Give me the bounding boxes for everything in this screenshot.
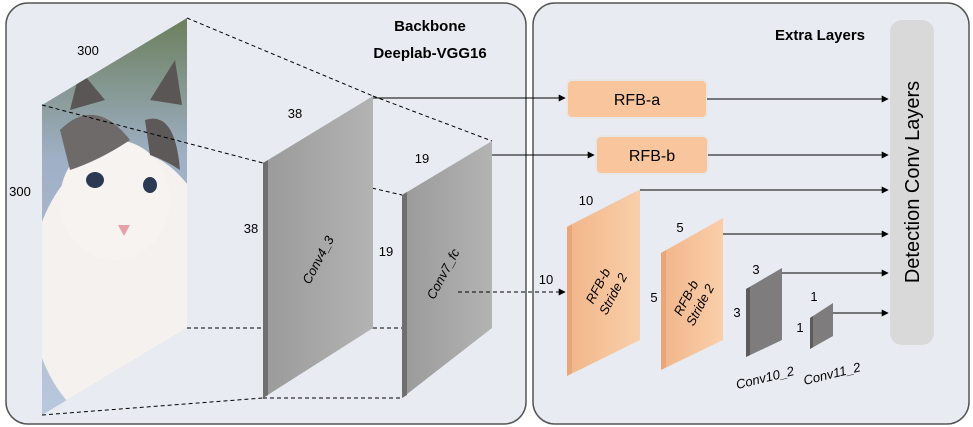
conv4-3-layer — [263, 96, 373, 398]
detection-conv-layers-box — [890, 20, 934, 345]
conv11-2-layer — [810, 303, 833, 349]
conv7-fc-layer — [402, 141, 492, 398]
rfb-stride2-5-side-label: 5 — [650, 290, 657, 305]
conv4-3-side-label: 38 — [244, 221, 258, 236]
connection-arrows — [373, 94, 889, 317]
detection-conv-layers-label: Detection Conv Layers — [902, 81, 924, 283]
rfb-b-stride2-block-10 — [567, 187, 645, 376]
backbone-title-line1: Backbone — [394, 18, 466, 35]
rfb-b-stride2-block-5 — [661, 218, 723, 370]
input-side-label: 300 — [9, 184, 31, 199]
extra-layers-title: Extra Layers — [775, 27, 865, 44]
backbone-title-line2: Deeplab-VGG16 — [373, 45, 486, 62]
conv11-2-side-label: 1 — [796, 320, 803, 335]
conv7-fc-top-label: 19 — [415, 151, 429, 166]
conv10-2-side-label: 3 — [733, 305, 740, 320]
input-top-label: 300 — [77, 43, 99, 58]
conv10-2-layer — [746, 268, 782, 357]
rfb-a-label: RFB-a — [614, 92, 660, 109]
conv10-2-top-label: 3 — [752, 262, 759, 277]
conv11-2-top-label: 1 — [810, 289, 817, 304]
rfb-b-label: RFB-b — [629, 148, 675, 165]
conv7-fc-side-label: 19 — [379, 244, 393, 259]
rfb-stride2-10-side-label: 10 — [539, 272, 553, 287]
rfb-stride2-10-top-label: 10 — [579, 193, 593, 208]
rfb-stride2-5-top-label: 5 — [676, 220, 683, 235]
conv4-3-top-label: 38 — [288, 106, 302, 121]
